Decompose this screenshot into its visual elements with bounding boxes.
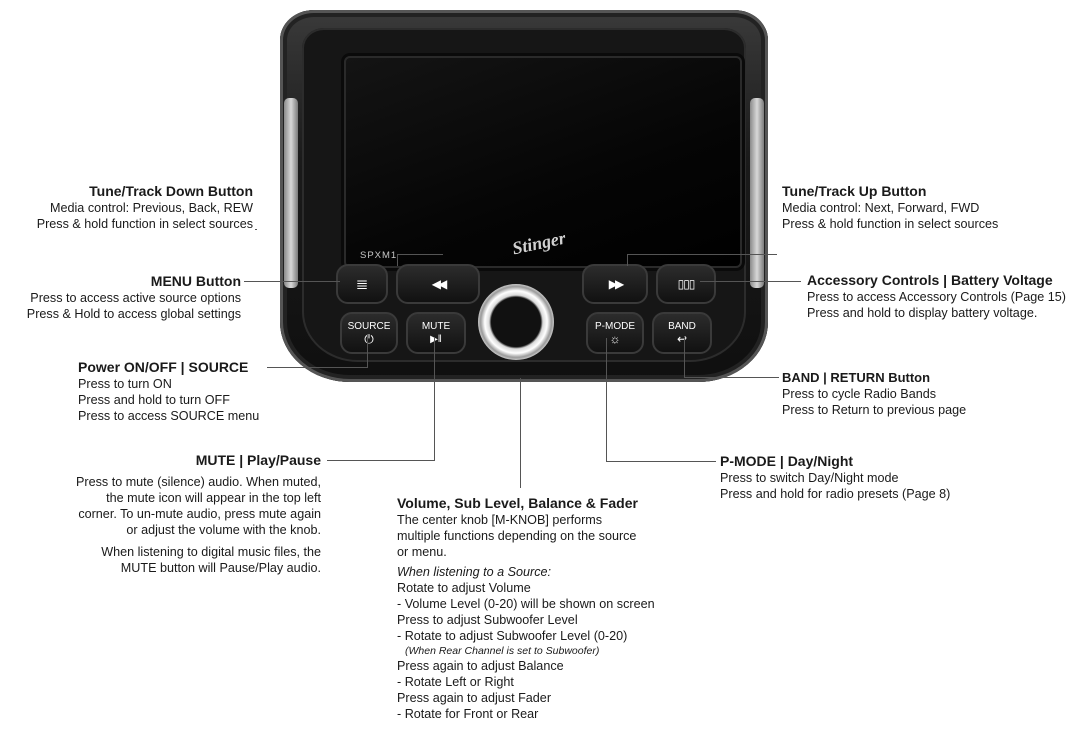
p-mode-button[interactable]: P-MODE ☼ [586, 312, 644, 354]
callout-line: Press to access active source options [30, 291, 241, 305]
callout-line: Press and hold to display battery voltag… [807, 306, 1038, 320]
stereo-unit: SPXM1 Stinger ≣ ◀◀ ▶▶ ▯▯▯ SOURCE ⏻ MUTE … [280, 10, 768, 390]
leader-line-mute-h [327, 460, 435, 461]
tune-down-button[interactable]: ◀◀ [396, 264, 480, 304]
leader-line-tune-up-v [627, 254, 628, 266]
callout-mute: MUTE | Play/Pause Press to mute (silence… [76, 452, 321, 576]
right-chrome-rail [750, 98, 764, 288]
callout-line: Press & Hold to access global settings [26, 307, 241, 321]
leader-line-accessory [700, 281, 801, 282]
p-mode-label: P-MODE [595, 320, 635, 332]
display-screen [344, 56, 742, 268]
leader-line-tune-down-v [397, 254, 398, 266]
fast-forward-icon: ▶▶ [608, 277, 625, 291]
callout-title: MENU Button [150, 273, 241, 289]
callout-line: Press to turn ON [78, 377, 172, 391]
callout-title: Power ON/OFF | SOURCE [78, 359, 249, 375]
leader-line-band-h [684, 377, 779, 378]
leader-line-power-h [267, 367, 367, 368]
leader-line-knob [520, 378, 521, 488]
band-label: BAND [668, 320, 696, 332]
model-label: SPXM1 [360, 250, 398, 261]
callout-menu: MENU Button Press to access active sourc… [27, 273, 241, 322]
band-button[interactable]: BAND ↩ [652, 312, 712, 354]
menu-icon: ≣ [355, 275, 369, 293]
return-icon: ↩ [676, 331, 688, 346]
day-night-icon: ☼ [609, 331, 621, 346]
callout-title: MUTE | Play/Pause [195, 452, 321, 468]
tune-up-button[interactable]: ▶▶ [582, 264, 648, 304]
m-knob[interactable] [478, 284, 554, 360]
leader-line-mute-v [434, 338, 435, 461]
leader-line-band-v [684, 338, 685, 377]
callout-line: Press to switch Day/Night mode [720, 471, 899, 485]
callout-line: - Rotate to adjust Subwoofer Level (0-20… [397, 629, 628, 643]
callout-line: or adjust the volume with the knob. [126, 523, 321, 537]
rewind-icon: ◀◀ [431, 277, 448, 291]
callout-line: the mute icon will appear in the top lef… [106, 491, 321, 505]
callout-volume: Volume, Sub Level, Balance & Fader The c… [397, 495, 655, 722]
power-icon: ⏻ [364, 331, 374, 346]
callout-line: Press & hold function in select sources [36, 217, 253, 231]
accessory-button[interactable]: ▯▯▯ [656, 264, 716, 304]
callout-line: Press and hold for radio presets (Page 8… [720, 487, 951, 501]
callout-line: - Rotate Left or Right [397, 675, 514, 689]
callout-line: Rotate to adjust Volume [397, 581, 531, 595]
callout-accessory: Accessory Controls | Battery Voltage Pre… [807, 272, 1066, 321]
callout-line: Press to Return to previous page [782, 403, 967, 417]
callout-line: Press again to adjust Fader [397, 691, 552, 705]
callout-tune-down: Tune/Track Down Button Media control: Pr… [37, 183, 253, 232]
callout-line: The center knob [M-KNOB] performs [397, 513, 603, 527]
play-pause-icon: ▶‖ [430, 333, 442, 345]
callout-tune-up: Tune/Track Up Button Media control: Next… [782, 183, 998, 232]
callout-title: Tune/Track Up Button [782, 183, 927, 199]
leader-line-tune-down-h [397, 254, 443, 255]
mute-label: MUTE [421, 320, 451, 332]
source-button[interactable]: SOURCE ⏻ [340, 312, 398, 354]
callout-note: (When Rear Channel is set to Subwoofer) [405, 645, 600, 657]
menu-button[interactable]: ≣ [336, 264, 388, 304]
leader-line-power-v [367, 334, 368, 368]
callout-title: Accessory Controls | Battery Voltage [807, 272, 1053, 288]
leader-line-tune-up-h [627, 254, 777, 255]
callout-line: - Rotate for Front or Rear [397, 707, 539, 721]
callout-line: Media control: Previous, Back, REW [50, 201, 253, 215]
leader-line [255, 229, 257, 230]
callout-power: Power ON/OFF | SOURCE Press to turn ON P… [78, 359, 259, 424]
leader-line-menu [244, 281, 340, 282]
callout-line: When listening to digital music files, t… [101, 545, 321, 559]
leader-line-pmode-v [606, 338, 607, 462]
left-chrome-rail [284, 98, 298, 288]
callout-line: or menu. [397, 545, 447, 559]
callout-line: Press to cycle Radio Bands [782, 387, 936, 401]
callout-line: Press to access SOURCE menu [78, 409, 260, 423]
callout-title: Volume, Sub Level, Balance & Fader [397, 495, 638, 511]
callout-line: Press & hold function in select sources [782, 217, 999, 231]
callout-line: Press again to adjust Balance [397, 659, 564, 673]
callout-title: BAND | RETURN Button [782, 370, 931, 385]
mute-button[interactable]: MUTE ▶‖ [406, 312, 466, 354]
callout-band: BAND | RETURN Button Press to cycle Radi… [782, 369, 966, 418]
source-label: SOURCE [347, 320, 391, 332]
callout-line: corner. To un-mute audio, press mute aga… [78, 507, 321, 521]
leader-line-pmode-h [606, 461, 716, 462]
callout-line: Press and hold to turn OFF [78, 393, 230, 407]
callout-line: Press to adjust Subwoofer Level [397, 613, 578, 627]
callout-subheading: When listening to a Source: [397, 565, 552, 579]
callout-title: P-MODE | Day/Night [720, 453, 854, 469]
callout-line: MUTE button will Pause/Play audio. [120, 561, 321, 575]
device-face: SPXM1 Stinger ≣ ◀◀ ▶▶ ▯▯▯ SOURCE ⏻ MUTE … [302, 28, 746, 362]
callout-line: - Volume Level (0-20) will be shown on s… [397, 597, 655, 611]
callout-line: multiple functions depending on the sour… [397, 529, 637, 543]
callout-p-mode: P-MODE | Day/Night Press to switch Day/N… [720, 453, 950, 502]
callout-line: Press to access Accessory Controls (Page… [807, 290, 1066, 304]
callout-line: Press to mute (silence) audio. When mute… [76, 475, 321, 489]
callout-line: Media control: Next, Forward, FWD [782, 201, 980, 215]
callout-title: Tune/Track Down Button [89, 183, 253, 199]
battery-icon: ▯▯▯ [677, 277, 696, 291]
